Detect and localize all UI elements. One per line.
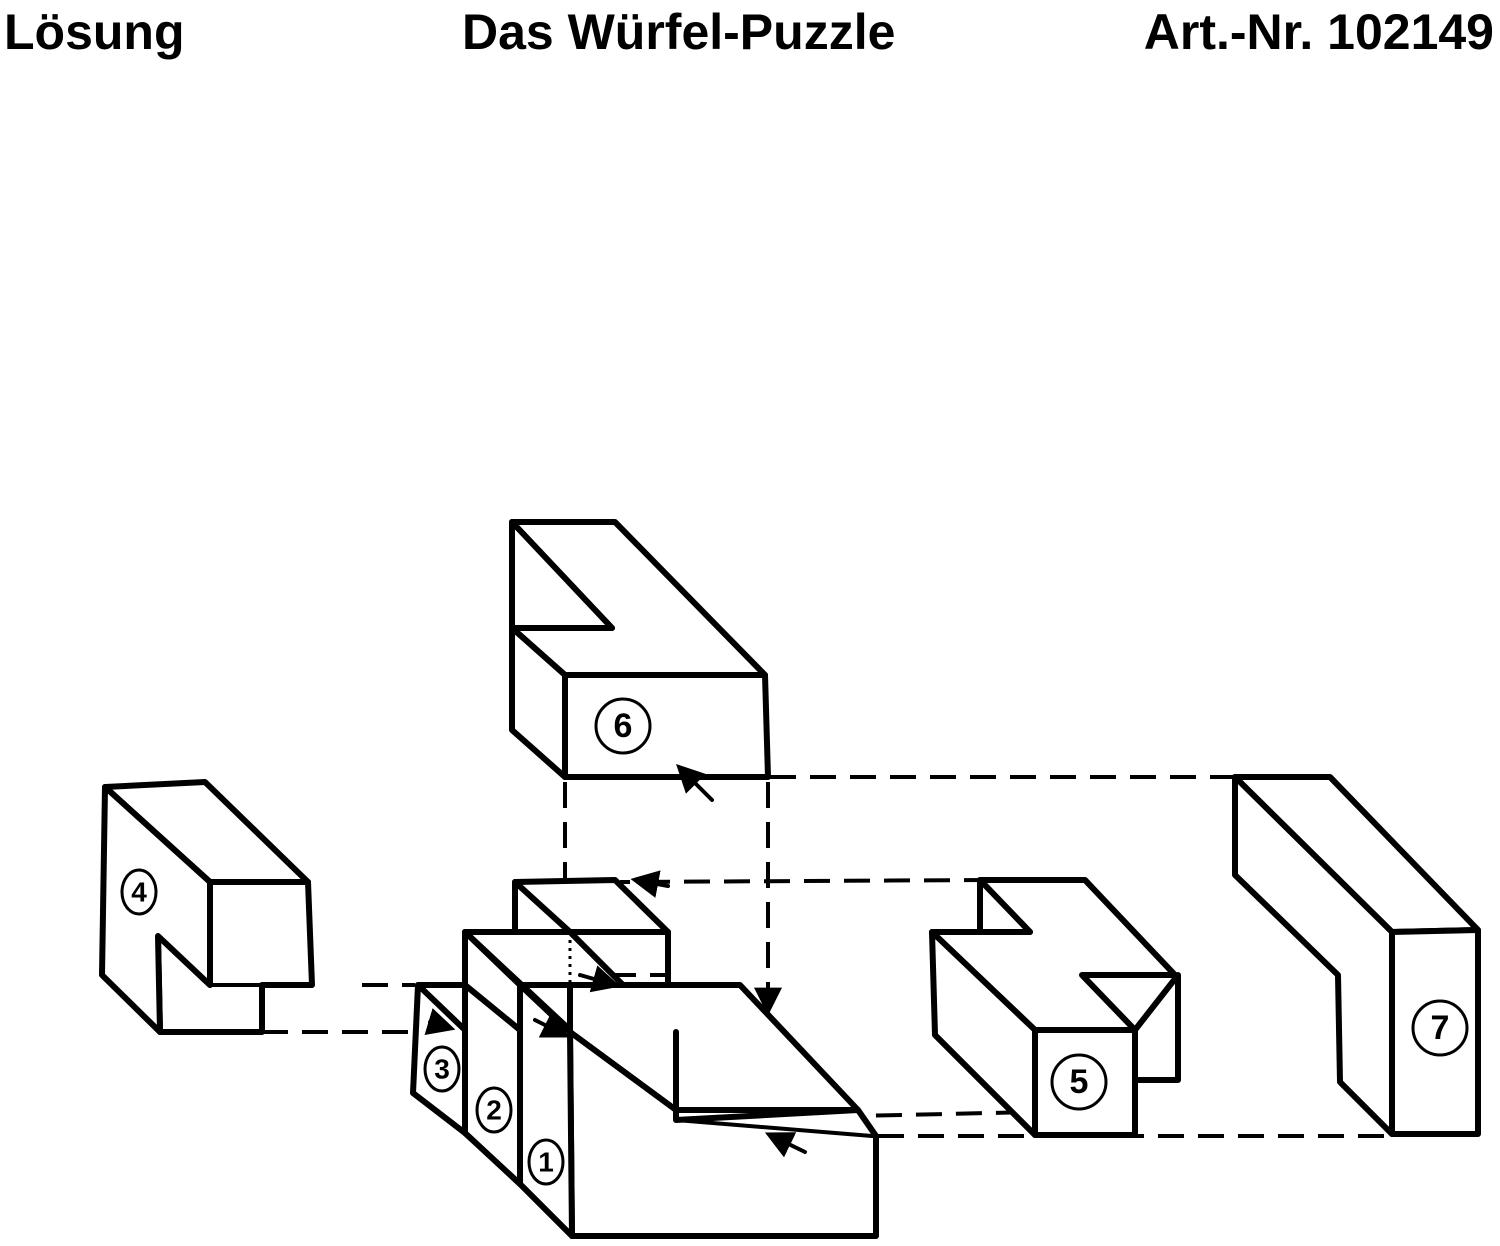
piece-3-number: 3 — [434, 1054, 450, 1085]
piece-6-number: 6 — [614, 707, 633, 745]
piece-6: 6 — [509, 519, 771, 780]
piece-4-side — [99, 784, 213, 1035]
solution-label: Lösung — [4, 4, 185, 60]
insertion-arrows — [424, 764, 807, 1158]
piece-1-number: 1 — [538, 1147, 554, 1178]
piece-4-badge — [120, 868, 158, 916]
piece-5-notch — [977, 877, 1033, 935]
arrow-3 — [424, 1008, 456, 1035]
arrow-1 — [533, 1012, 571, 1038]
piece-7-badge — [1411, 999, 1469, 1057]
piece-1-front — [567, 1029, 879, 1239]
central-assembly: 3 2 1 — [410, 877, 879, 1239]
piece-5: 5 — [929, 877, 1181, 1138]
piece-3-badge — [423, 1045, 461, 1093]
piece-1-side — [517, 982, 575, 1239]
piece-6-badge — [594, 697, 652, 755]
arrow-bottom — [764, 1132, 807, 1158]
guide-5-to-core — [619, 878, 991, 884]
piece-5-badge — [1050, 1053, 1108, 1111]
arrow-core — [578, 965, 621, 993]
arrow-5 — [630, 870, 670, 898]
piece-2-number: 2 — [486, 1095, 502, 1126]
puzzle-title: Das Würfel-Puzzle — [462, 4, 896, 60]
piece-7-number: 7 — [1431, 1009, 1450, 1047]
arrow-6 — [676, 764, 714, 802]
article-number: Art.-Nr. 102149 — [1143, 4, 1494, 60]
piece-6-notch — [509, 519, 615, 631]
piece-1-badge — [527, 1138, 565, 1186]
piece-5-number: 5 — [1070, 1063, 1089, 1101]
piece-7: 7 — [1232, 774, 1481, 1137]
piece-2-badge — [475, 1086, 513, 1134]
piece-4-number: 4 — [131, 877, 147, 908]
core-back-block — [512, 877, 671, 935]
piece-4: 4 — [99, 779, 315, 1035]
